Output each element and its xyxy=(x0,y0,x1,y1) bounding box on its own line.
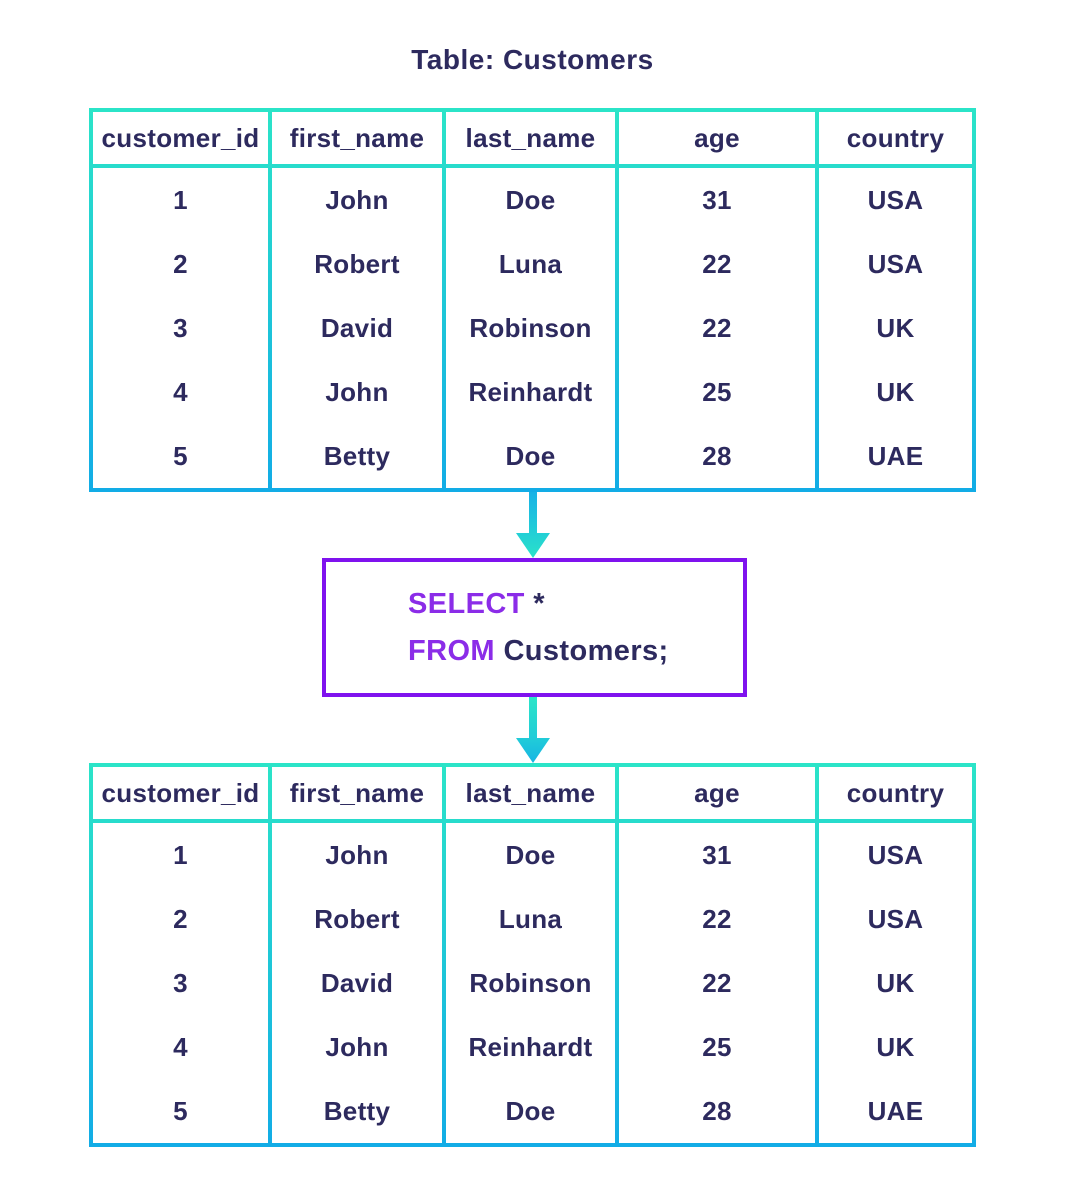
table-cell: 3 xyxy=(93,296,268,360)
sql-keyword-from: FROM xyxy=(408,635,495,667)
column-header: first_name xyxy=(272,767,442,819)
table-cell: 1 xyxy=(93,168,268,232)
table-cell: John xyxy=(272,168,442,232)
table-cell: 25 xyxy=(619,360,815,424)
table-cell: USA xyxy=(819,232,972,296)
table-cell: Robert xyxy=(272,232,442,296)
sql-from-args: Customers; xyxy=(494,635,669,667)
table-cell: UK xyxy=(819,1015,972,1079)
column-header: customer_id xyxy=(93,112,268,164)
table-cell: UK xyxy=(819,951,972,1015)
table-cell: 25 xyxy=(619,1015,815,1079)
table-cell: 28 xyxy=(619,424,815,488)
table-cell: 5 xyxy=(93,424,268,488)
table-cell: Robert xyxy=(272,887,442,951)
table-cell: USA xyxy=(819,823,972,887)
table-cell: Luna xyxy=(446,232,615,296)
table-cell: David xyxy=(272,951,442,1015)
table-cell: Doe xyxy=(446,823,615,887)
arrow-shaft xyxy=(529,492,537,533)
table-cell: UK xyxy=(819,360,972,424)
column-header: country xyxy=(819,767,972,819)
source-table: customer_id first_name last_name age cou… xyxy=(89,108,976,492)
table-cell: 2 xyxy=(93,232,268,296)
sql-keyword-select: SELECT xyxy=(408,588,525,620)
table-cell: 22 xyxy=(619,887,815,951)
column-header: age xyxy=(619,767,815,819)
table-cell: John xyxy=(272,360,442,424)
column-header: country xyxy=(819,112,972,164)
sql-select-args: * xyxy=(524,588,545,620)
arrow-head xyxy=(516,738,550,763)
table-cell: Luna xyxy=(446,887,615,951)
sql-select-line: SELECT * xyxy=(408,581,743,628)
table-cell: John xyxy=(272,823,442,887)
table-cell: 22 xyxy=(619,232,815,296)
table-cell: 5 xyxy=(93,1079,268,1143)
table-cell: 28 xyxy=(619,1079,815,1143)
column-header: last_name xyxy=(446,767,615,819)
table-cell: 22 xyxy=(619,951,815,1015)
table-cell: 1 xyxy=(93,823,268,887)
column-header: customer_id xyxy=(93,767,268,819)
source-table-header-row: customer_id first_name last_name age cou… xyxy=(93,112,972,164)
down-arrow-icon xyxy=(516,492,550,558)
down-arrow-icon xyxy=(516,697,550,763)
table-cell: Betty xyxy=(272,424,442,488)
table-cell: USA xyxy=(819,887,972,951)
column-header: last_name xyxy=(446,112,615,164)
table-cell: 22 xyxy=(619,296,815,360)
diagram-title: Table: Customers xyxy=(411,44,654,75)
table-cell: 4 xyxy=(93,1015,268,1079)
sql-query-box: SELECT * FROM Customers; xyxy=(322,558,747,697)
table-cell: USA xyxy=(819,168,972,232)
table-cell: Reinhardt xyxy=(446,1015,615,1079)
table-cell: Doe xyxy=(446,424,615,488)
table-cell: 31 xyxy=(619,823,815,887)
table-cell: Betty xyxy=(272,1079,442,1143)
result-table-header-row: customer_id first_name last_name age cou… xyxy=(93,767,972,819)
table-cell: David xyxy=(272,296,442,360)
table-cell: Doe xyxy=(446,1079,615,1143)
sql-from-line: FROM Customers; xyxy=(408,628,743,675)
table-cell: UAE xyxy=(819,424,972,488)
table-cell: Reinhardt xyxy=(446,360,615,424)
result-table: customer_id first_name last_name age cou… xyxy=(89,763,976,1147)
table-cell: Robinson xyxy=(446,296,615,360)
table-cell: Robinson xyxy=(446,951,615,1015)
table-cell: John xyxy=(272,1015,442,1079)
table-cell: 31 xyxy=(619,168,815,232)
table-cell: 4 xyxy=(93,360,268,424)
column-header: first_name xyxy=(272,112,442,164)
arrow-shaft xyxy=(529,697,537,738)
column-header: age xyxy=(619,112,815,164)
arrow-head xyxy=(516,533,550,558)
table-cell: UK xyxy=(819,296,972,360)
table-cell: 2 xyxy=(93,887,268,951)
table-cell: 3 xyxy=(93,951,268,1015)
table-cell: UAE xyxy=(819,1079,972,1143)
table-cell: Doe xyxy=(446,168,615,232)
